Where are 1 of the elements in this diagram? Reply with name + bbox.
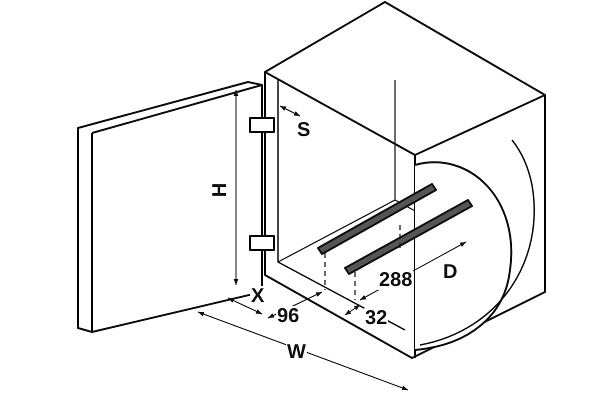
dimension-label: 288 [378, 270, 414, 290]
